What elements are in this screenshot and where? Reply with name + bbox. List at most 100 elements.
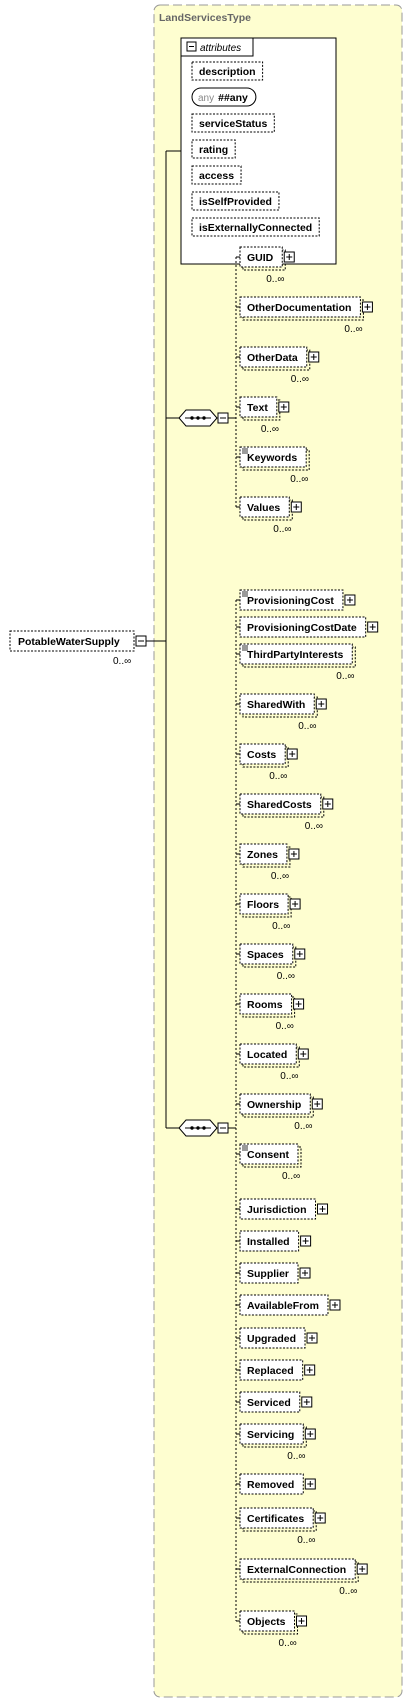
- attribute-description[interactable]: description: [191, 61, 264, 81]
- attributes-collapse-button[interactable]: [186, 41, 197, 52]
- expand-icon[interactable]: [322, 798, 334, 810]
- expand-icon[interactable]: [299, 1267, 311, 1279]
- element-label: Servicing: [247, 1429, 294, 1441]
- attribute-label: serviceStatus: [199, 118, 267, 130]
- attribute-rating[interactable]: rating: [191, 139, 236, 159]
- expand-icon[interactable]: [329, 1299, 341, 1311]
- expand-icon[interactable]: [361, 301, 373, 313]
- expand-icon[interactable]: [286, 748, 298, 760]
- expand-icon[interactable]: [304, 1364, 316, 1376]
- element-occurrence: 0..∞: [261, 424, 279, 435]
- attribute-is-externally-connected[interactable]: isExternallyConnected: [191, 217, 320, 237]
- element-label: Floors: [247, 899, 279, 911]
- element-installed[interactable]: Installed: [236, 1230, 312, 1252]
- expand-icon[interactable]: [308, 351, 320, 363]
- attribute-service-status[interactable]: serviceStatus: [191, 113, 275, 133]
- attribute-label: access: [199, 170, 234, 182]
- element-label: Installed: [247, 1236, 290, 1248]
- element-label: SharedWith: [247, 699, 305, 711]
- element-certificates[interactable]: Certificates 0..∞: [236, 1507, 326, 1546]
- element-label: Objects: [247, 1616, 286, 1628]
- element-serviced[interactable]: Serviced: [236, 1391, 313, 1413]
- expand-icon[interactable]: [315, 698, 327, 710]
- element-label: Zones: [247, 849, 278, 861]
- element-upgraded[interactable]: Upgraded: [236, 1327, 318, 1349]
- attribute-access[interactable]: access: [191, 165, 242, 185]
- attributes-box: attributes descriptionany##anyserviceSta…: [180, 37, 337, 265]
- element-label: Consent: [247, 1149, 290, 1161]
- expand-icon[interactable]: [301, 1396, 313, 1408]
- element-label: Located: [247, 1049, 287, 1061]
- element-label: Ownership: [247, 1099, 301, 1111]
- element-occurrence: 0..∞: [294, 1121, 312, 1132]
- element-label: Text: [247, 402, 268, 414]
- element-available-from[interactable]: AvailableFrom: [236, 1294, 341, 1316]
- expand-icon[interactable]: [296, 1615, 308, 1627]
- expand-icon[interactable]: [283, 251, 295, 263]
- element-label: OtherData: [247, 352, 298, 364]
- element-supplier[interactable]: Supplier: [236, 1262, 311, 1284]
- expand-icon[interactable]: [304, 1428, 316, 1440]
- element-ownership[interactable]: Ownership 0..∞: [236, 1093, 323, 1132]
- sequence-2-collapse-button[interactable]: [217, 1122, 229, 1134]
- expand-icon[interactable]: [306, 1332, 318, 1344]
- expand-icon[interactable]: [344, 594, 356, 606]
- element-occurrence: 0..∞: [266, 274, 284, 285]
- expand-icon[interactable]: [317, 1203, 329, 1215]
- expand-icon[interactable]: [278, 401, 290, 413]
- type-name: LandServicesType: [159, 12, 251, 24]
- element-provisioning-cost-date[interactable]: ProvisioningCostDate: [236, 616, 379, 638]
- expand-icon[interactable]: [288, 848, 300, 860]
- element-label: Certificates: [247, 1513, 304, 1525]
- element-provisioning-cost[interactable]: ProvisioningCost: [236, 589, 356, 611]
- element-label: Spaces: [247, 949, 284, 961]
- sequence-1-collapse-button[interactable]: [217, 412, 229, 424]
- expand-icon[interactable]: [311, 1098, 323, 1110]
- element-label: ProvisioningCost: [247, 595, 334, 607]
- element-jurisdiction[interactable]: Jurisdiction: [236, 1198, 329, 1220]
- root-collapse-button[interactable]: [135, 635, 147, 647]
- element-occurrence: 0..∞: [297, 1535, 315, 1546]
- expand-icon[interactable]: [356, 1563, 368, 1575]
- element-removed[interactable]: Removed: [236, 1473, 316, 1495]
- expand-icon[interactable]: [289, 898, 301, 910]
- expand-icon[interactable]: [297, 1048, 309, 1060]
- element-label: Jurisdiction: [247, 1204, 307, 1216]
- root-element-label: PotableWaterSupply: [18, 636, 120, 648]
- expand-icon[interactable]: [293, 998, 305, 1010]
- attribute-label: isSelfProvided: [199, 196, 272, 208]
- element-occurrence: 0..∞: [339, 1586, 357, 1597]
- expand-icon[interactable]: [314, 1512, 326, 1524]
- element-label: Supplier: [247, 1268, 289, 1280]
- element-replaced[interactable]: Replaced: [236, 1359, 316, 1381]
- expand-icon[interactable]: [304, 1478, 316, 1490]
- element-occurrence: 0..∞: [291, 374, 309, 385]
- expand-icon[interactable]: [294, 948, 306, 960]
- expand-icon[interactable]: [300, 1235, 312, 1247]
- expand-icon[interactable]: [290, 501, 302, 513]
- attribute-is-self-provided[interactable]: isSelfProvided: [191, 191, 280, 211]
- root-element[interactable]: PotableWaterSupply 0..∞: [9, 630, 147, 667]
- expand-icon[interactable]: [367, 621, 379, 633]
- attribute-any[interactable]: any##any: [191, 87, 257, 107]
- documentation-icon: [242, 645, 248, 651]
- element-text[interactable]: Text 0..∞: [236, 396, 290, 435]
- element-other-data[interactable]: OtherData 0..∞: [236, 346, 320, 385]
